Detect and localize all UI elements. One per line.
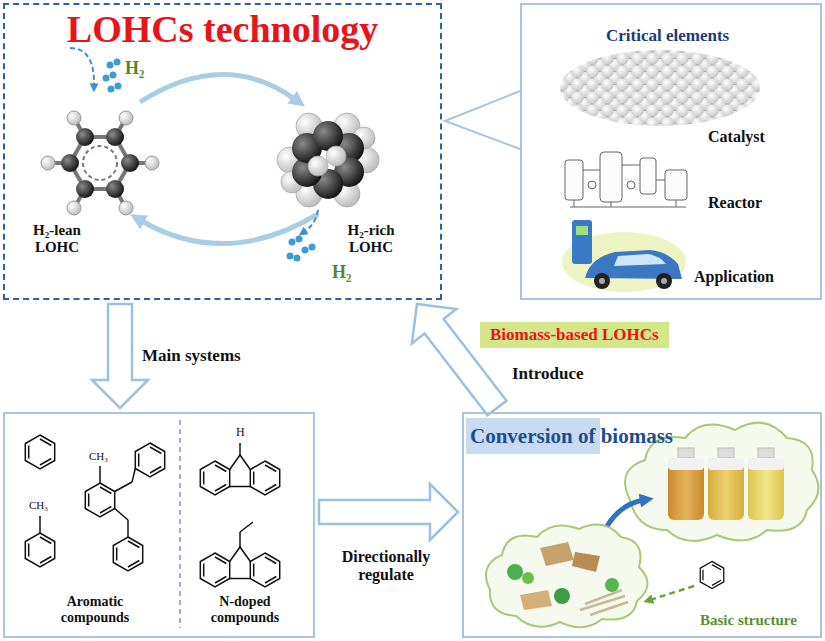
benzene-model bbox=[41, 111, 159, 215]
block-arrow bbox=[412, 304, 507, 415]
node-title: Conversion of biomass bbox=[470, 424, 596, 448]
cyclohexane-model bbox=[277, 113, 379, 207]
callout-pointer bbox=[445, 91, 520, 149]
car-image bbox=[562, 220, 686, 292]
hydrogen-dots bbox=[103, 59, 316, 262]
node-text: H₂ bbox=[125, 58, 144, 79]
atom-label: CH₃ bbox=[29, 499, 48, 512]
node-text: H₂ bbox=[332, 262, 351, 283]
highlight-box: Biomass-based LOHCs bbox=[480, 322, 669, 348]
chemical-structures bbox=[25, 435, 279, 587]
catalyst-image bbox=[560, 50, 760, 126]
compound-panel: Aromatic compounds N-doped compounds bbox=[3, 412, 315, 638]
edge-label: Directionally regulate bbox=[326, 548, 446, 585]
node-title: Biomass-based LOHCs bbox=[490, 325, 659, 345]
reactor-schematic bbox=[565, 152, 687, 207]
node-title: Critical elements bbox=[606, 26, 729, 46]
bottles-cloud bbox=[625, 423, 818, 541]
technology-panel: LOHCs technologyH₂ H₂-lean LOHC H₂-rich LO… bbox=[3, 3, 442, 300]
biomass-panel: Basic structure Conversion of biomass bbox=[462, 412, 822, 638]
block-arrow bbox=[92, 304, 148, 408]
node-title: Basic structure bbox=[700, 612, 797, 629]
header-box: Conversion of biomass bbox=[466, 418, 600, 454]
block-arrow bbox=[319, 484, 458, 540]
divider-line bbox=[179, 420, 181, 628]
callout-bubble: Critical elementsCatalystReactorApplicat… bbox=[520, 3, 822, 300]
edge-label: Introduce bbox=[512, 364, 583, 384]
atom-label: CH₃ bbox=[89, 450, 108, 463]
node-title: LOHCs technology bbox=[40, 8, 405, 52]
cycle-arrows bbox=[140, 74, 318, 243]
benzene-ring bbox=[700, 561, 724, 588]
node-title: Aromatic compounds bbox=[45, 594, 145, 626]
node-text: Reactor bbox=[708, 194, 762, 212]
dashed-arrows bbox=[70, 48, 318, 232]
node-text: N-doped compounds bbox=[195, 594, 295, 626]
node-text: H₂-rich LOHC bbox=[336, 222, 406, 257]
atom-label: H bbox=[236, 426, 245, 440]
node-text: Catalyst bbox=[708, 128, 765, 146]
node-text: Application bbox=[694, 268, 774, 286]
basic-structure-arrow bbox=[650, 586, 694, 600]
node-text: H₂-lean LOHC bbox=[22, 222, 92, 257]
biomass-cloud bbox=[486, 525, 648, 628]
edge-label: Main systems bbox=[142, 346, 241, 366]
